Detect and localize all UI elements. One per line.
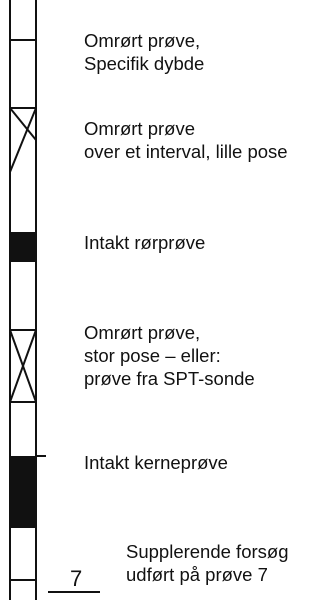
legend-label-disturbed-interval: Omrørt prøve over et interval, lille pos… [84, 118, 288, 162]
legend-label-intact-tube: Intakt rørprøve [84, 232, 206, 253]
core-block-icon [10, 456, 36, 528]
filled-block-icon [10, 232, 36, 262]
legend-label-intact-core: Intakt kerneprøve [84, 452, 228, 473]
legend-label-supplementary-test: Supplerende forsøg udført på prøve 7 [126, 541, 289, 585]
legend-label-disturbed-large-bag: Omrørt prøve, stor pose – eller: prøve f… [84, 322, 255, 389]
hourglass-closed-box-icon [9, 329, 37, 403]
legend-label-disturbed-specific-depth: Omrørt prøve, Specifik dybde [84, 30, 205, 74]
sample-number: 7 [70, 566, 83, 591]
hourglass-open-bottom-icon [9, 107, 37, 173]
